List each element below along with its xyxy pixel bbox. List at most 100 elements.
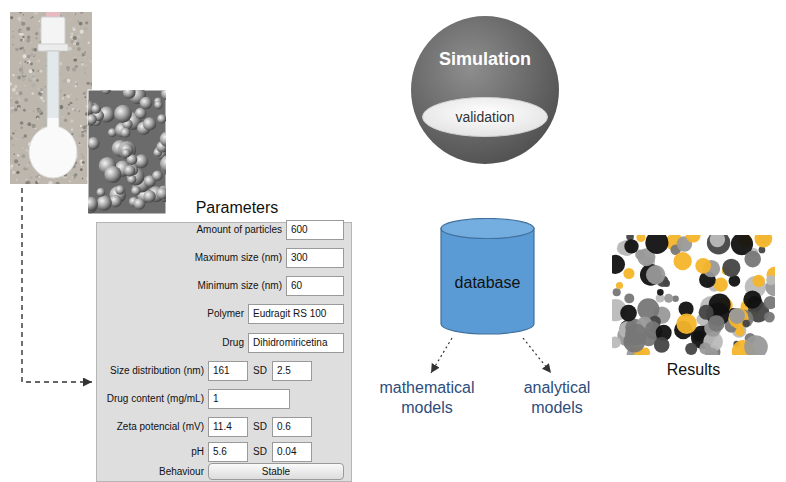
granite-speck bbox=[71, 128, 73, 130]
granite-speck bbox=[15, 100, 19, 104]
granite-speck bbox=[19, 12, 22, 14]
field-value: 0.04 bbox=[273, 443, 311, 461]
granite-speck bbox=[78, 134, 81, 137]
particle-dot bbox=[676, 314, 696, 334]
granite-speck bbox=[70, 120, 73, 123]
nanoparticle-sphere bbox=[144, 190, 156, 202]
model-label: mathematical models bbox=[372, 378, 482, 418]
database-cylinder: database bbox=[440, 218, 535, 335]
granite-speck bbox=[15, 48, 19, 52]
granite-speck bbox=[35, 37, 37, 39]
granite-speck bbox=[17, 17, 21, 21]
granite-speck bbox=[82, 161, 85, 164]
particle-dot bbox=[613, 288, 621, 296]
nanoparticle-sphere bbox=[134, 198, 146, 210]
nanoparticle-sphere bbox=[101, 90, 111, 94]
granite-speck bbox=[22, 136, 24, 138]
nanoparticle-sphere bbox=[160, 155, 166, 173]
particle-dot bbox=[645, 235, 668, 254]
granite-speck bbox=[10, 109, 14, 113]
nanoparticle-sphere bbox=[161, 90, 166, 101]
granite-speck bbox=[91, 65, 92, 66]
particle-dot bbox=[674, 252, 692, 270]
granite-speck bbox=[40, 70, 43, 73]
input-field: 2.5 bbox=[272, 361, 312, 381]
granite-speck bbox=[12, 31, 13, 32]
granite-speck bbox=[19, 99, 22, 102]
particle-dot bbox=[672, 295, 679, 302]
input-field: 0.6 bbox=[272, 417, 312, 437]
nanoparticle-sphere bbox=[97, 195, 112, 210]
granite-speck bbox=[32, 16, 34, 18]
field-value: 0.6 bbox=[273, 418, 311, 436]
granite-speck bbox=[78, 142, 81, 145]
granite-speck bbox=[84, 96, 86, 98]
granite-speck bbox=[83, 68, 85, 70]
sphere-title: Simulation bbox=[410, 49, 560, 70]
cylinder-body bbox=[441, 228, 534, 334]
granite-speck bbox=[80, 168, 83, 171]
input-field: Eudragit RS 100 bbox=[248, 304, 344, 324]
granite-speck bbox=[37, 60, 40, 63]
particle-dot bbox=[685, 343, 697, 355]
granite-speck bbox=[37, 180, 40, 183]
granite-speck bbox=[37, 53, 38, 54]
granite-speck bbox=[83, 122, 85, 124]
particle-dot bbox=[744, 335, 768, 355]
granite-speck bbox=[27, 169, 28, 170]
granite-speck bbox=[31, 83, 35, 87]
granite-speck bbox=[67, 112, 70, 115]
granite-speck bbox=[24, 85, 26, 87]
field-value: 5.6 bbox=[209, 443, 247, 461]
granite-speck bbox=[29, 162, 31, 164]
input-field: 0.04 bbox=[272, 442, 312, 462]
granite-speck bbox=[90, 60, 92, 62]
granite-speck bbox=[20, 127, 22, 129]
leader-arrow bbox=[431, 338, 452, 373]
particle-dot bbox=[654, 337, 670, 353]
granite-speck bbox=[29, 69, 33, 73]
granite-speck bbox=[27, 55, 30, 58]
leader-arrow bbox=[523, 338, 551, 373]
nanoparticle-sphere bbox=[115, 185, 124, 194]
particle-dot bbox=[707, 235, 730, 254]
simulation-sphere: Simulation validation bbox=[410, 15, 560, 165]
granite-speck bbox=[85, 21, 88, 24]
granite-speck bbox=[22, 78, 25, 81]
nanoparticle-sphere bbox=[143, 117, 156, 130]
granite-speck bbox=[38, 175, 40, 177]
particle-dot bbox=[624, 239, 638, 253]
granite-speck bbox=[84, 129, 87, 132]
input-field: 300 bbox=[286, 248, 344, 268]
granite-speck bbox=[86, 29, 90, 33]
granite-speck bbox=[83, 56, 86, 59]
granite-speck bbox=[70, 102, 72, 104]
granite-speck bbox=[14, 85, 17, 88]
granite-speck bbox=[67, 16, 68, 17]
particle-dot bbox=[657, 289, 664, 296]
granite-speck bbox=[67, 79, 71, 83]
granite-speck bbox=[14, 129, 16, 131]
nanoparticle-sphere bbox=[123, 90, 136, 99]
particle-dot bbox=[755, 235, 773, 248]
granite-speck bbox=[16, 179, 17, 180]
particle-dot bbox=[764, 312, 775, 323]
granite-speck bbox=[16, 92, 19, 95]
particle-dot bbox=[759, 247, 766, 254]
granite-speck bbox=[27, 61, 30, 64]
particle-dot bbox=[714, 278, 728, 292]
granite-speck bbox=[19, 91, 23, 95]
granite-speck bbox=[90, 82, 92, 85]
nanoparticle-sphere bbox=[160, 131, 166, 146]
granite-speck bbox=[24, 98, 28, 102]
granite-speck bbox=[63, 114, 65, 116]
granite-speck bbox=[35, 128, 36, 129]
field-value: 600 bbox=[287, 221, 343, 239]
ellipse-label: validation bbox=[422, 97, 548, 137]
particle-dot bbox=[722, 259, 740, 277]
input-field: 600 bbox=[286, 220, 344, 240]
field-label: SD bbox=[250, 445, 270, 459]
particle-dot bbox=[624, 293, 634, 303]
granite-speck bbox=[22, 36, 24, 38]
granite-speck bbox=[12, 74, 14, 76]
